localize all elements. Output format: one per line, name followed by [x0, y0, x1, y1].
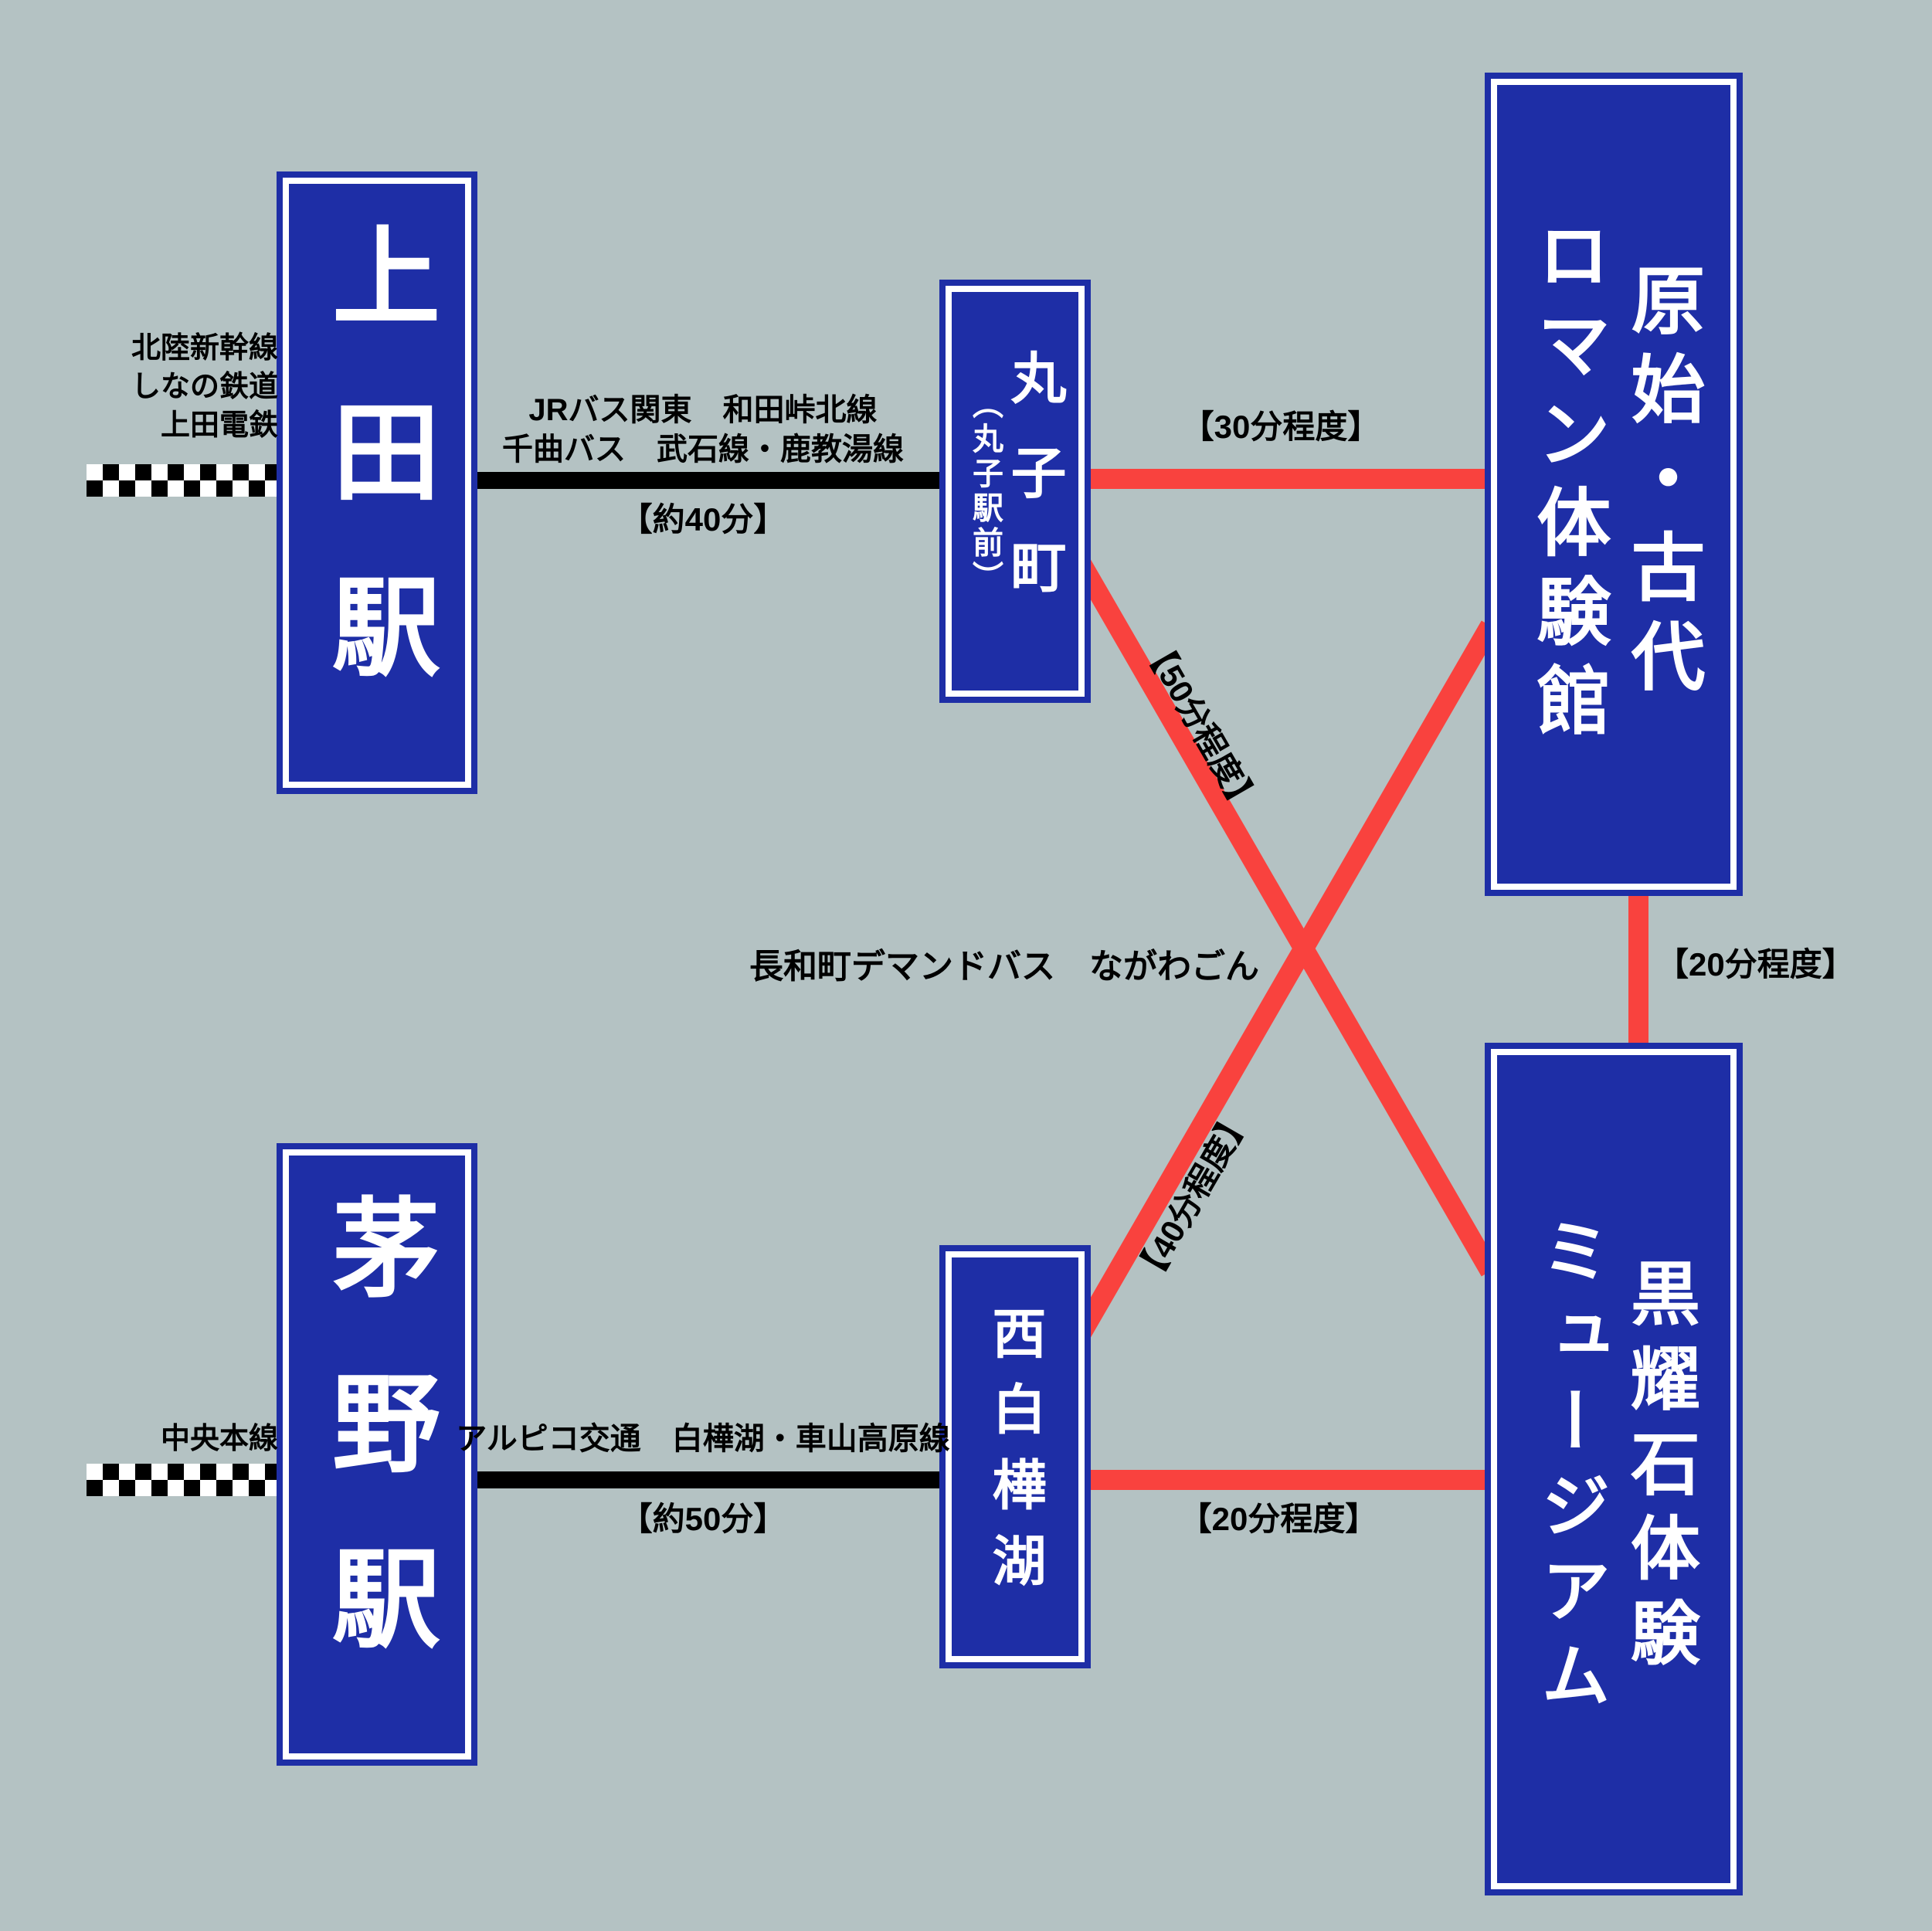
- stop-name-nishishirakabako: 西白樺湖: [985, 1305, 1045, 1608]
- station-name-chino: 茅野駅: [317, 1191, 438, 1718]
- bus-route-line-ueda-maruko: [371, 472, 958, 489]
- travel-time-roman-obsidian: 【20分程度】: [1656, 946, 1855, 982]
- facility-box-obsidian-museum: 黒耀石体験 ミュージアム: [1491, 1049, 1737, 1889]
- railway-checker-line-chino: [87, 1464, 283, 1496]
- bus-operator-ueda-maruko-line2: 千曲バス 武石線・鹿教湯線: [502, 433, 904, 467]
- demand-route-nishishirakabako-roman: [1060, 620, 1499, 1360]
- travel-time-maruko-roman: 【30分程度】: [1181, 409, 1380, 445]
- rail-line-hokuriku-shinkansen: 北陸新幹線: [131, 332, 278, 365]
- rail-line-chuo-honsen: 中央本線: [160, 1423, 278, 1455]
- railway-checker-line-ueda: [87, 464, 283, 497]
- stop-box-maruko: 丸子町 （丸子駅前）: [946, 286, 1085, 697]
- rail-line-shinano-tetsudo: しなの鉄道: [131, 371, 278, 403]
- rail-line-ueda-dentetsu: 上田電鉄: [160, 409, 278, 442]
- bus-operator-ueda-maruko-line1: JRバス関東 和田峠北線: [528, 393, 878, 427]
- travel-time-chino-nishi: 【約50分】: [620, 1501, 786, 1537]
- station-box-ueda: 上田駅: [283, 178, 471, 788]
- bus-route-line-chino-nishishirakabako: [371, 1471, 958, 1488]
- demand-bus-caption: 長和町デマンドバス ながわごん: [749, 948, 1259, 986]
- facility-box-roman-taikenkan: 原始・古代 ロマン体験館: [1491, 79, 1737, 890]
- facility-name-obsidian-col1: 黒耀石体験: [1620, 1257, 1697, 1682]
- facility-name-roman-col1: 原始・古代: [1620, 262, 1703, 707]
- rail-lines-ueda-label: 北陸新幹線 しなの鉄道 上田電鉄: [31, 329, 278, 445]
- travel-time-ueda-maruko: 【約40分】: [620, 501, 786, 538]
- demand-route-maruko-roman: [1004, 469, 1530, 489]
- stop-subname-maruko: （丸子駅前）: [968, 387, 1002, 596]
- travel-time-nishi-roman: 【40分程度】: [1127, 1101, 1258, 1292]
- station-box-chino: 茅野駅: [283, 1149, 471, 1760]
- stop-name-maruko: 丸子町: [1002, 349, 1064, 633]
- travel-time-maruko-obsidian: 【50分程度】: [1135, 630, 1266, 821]
- facility-name-roman-col2: ロマン体験館: [1526, 217, 1608, 752]
- rail-lines-chino-label: 中央本線: [31, 1420, 278, 1458]
- bus-operator-chino-nishi: アルピコ交通 白樺湖・車山高原線: [456, 1422, 950, 1456]
- demand-route-roman-obsidian: [1628, 865, 1648, 1066]
- demand-route-maruko-obsidian: [1060, 537, 1499, 1277]
- demand-route-nishishirakabako-obsidian: [1004, 1470, 1530, 1490]
- facility-name-obsidian-col2: ミュージアム: [1530, 1214, 1608, 1724]
- stop-box-nishishirakabako: 西白樺湖: [946, 1251, 1085, 1662]
- travel-time-nishi-obsidian: 【20分程度】: [1179, 1501, 1378, 1537]
- station-name-ueda: 上田駅: [317, 219, 438, 746]
